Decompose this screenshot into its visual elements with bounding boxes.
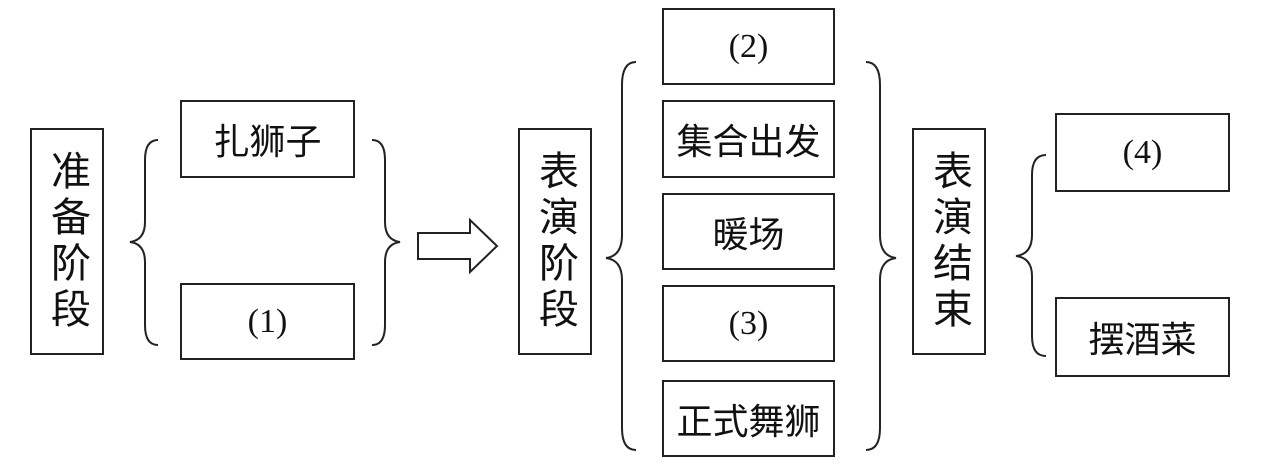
prep-item: 扎狮子 xyxy=(180,100,355,178)
left-brace-perform xyxy=(605,61,637,451)
stage-end-label: 表演结束 xyxy=(912,128,986,355)
end-item: 摆酒菜 xyxy=(1055,297,1230,377)
perform-item: 正式舞狮 xyxy=(662,380,835,457)
perform-item-blank: (3) xyxy=(662,285,835,362)
right-brace-perform xyxy=(865,61,897,451)
left-brace-end xyxy=(1015,154,1047,357)
left-brace-prep xyxy=(129,139,159,346)
arrow-right-icon xyxy=(417,217,499,275)
perform-item: 暖场 xyxy=(662,193,835,270)
stage-perform-label: 表演阶段 xyxy=(518,128,592,355)
prep-item-blank: (1) xyxy=(180,283,355,360)
end-item-blank: (4) xyxy=(1055,113,1230,192)
stage-prep-label: 准备阶段 xyxy=(30,128,104,355)
right-brace-prep xyxy=(371,139,401,346)
perform-item: 集合出发 xyxy=(662,100,835,178)
perform-item-blank: (2) xyxy=(662,8,835,85)
